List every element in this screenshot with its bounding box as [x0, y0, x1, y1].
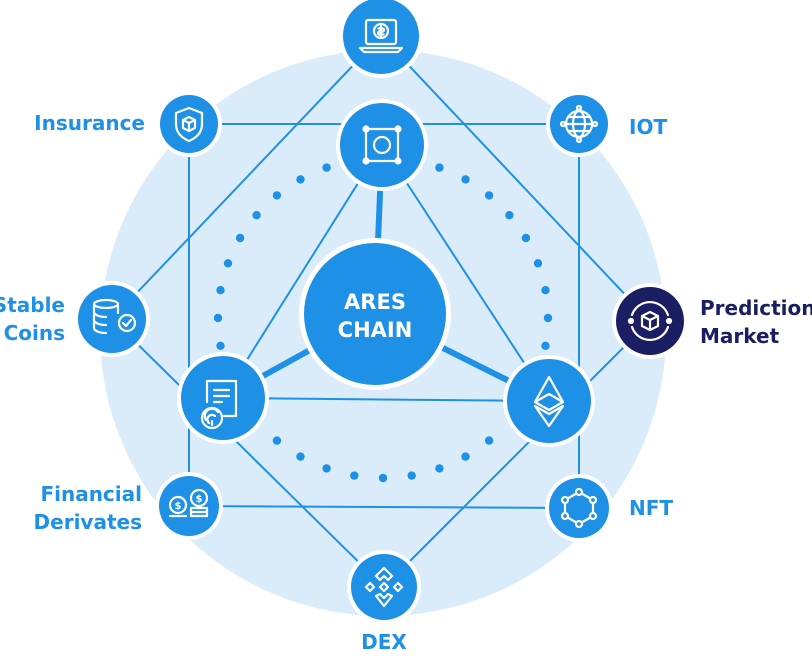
edge-square: [188, 505, 580, 509]
cube-orbit-icon: [627, 300, 673, 342]
ring-dot: [435, 464, 444, 473]
node-financial-derivates[interactable]: $ $: [155, 472, 223, 540]
label-nft: NFT: [629, 496, 674, 520]
edge-diamond: [111, 35, 382, 320]
edge-diamond: [380, 35, 651, 322]
node-ethereum[interactable]: [503, 355, 595, 447]
ring-dot: [484, 436, 494, 445]
ring-dot: [213, 313, 223, 323]
ring-dot: [533, 259, 543, 268]
edge-triangle: [222, 397, 550, 402]
ring-dot: [235, 233, 245, 243]
hexagon-nodes-icon: [560, 487, 598, 529]
document-fingerprint-icon: [200, 379, 238, 430]
ring-dot: [322, 163, 331, 172]
ring-dot: [378, 473, 388, 483]
node-stable-coins[interactable]: [74, 281, 150, 357]
ring-dot: [272, 191, 282, 200]
globe-icon: [559, 104, 599, 144]
label-insurance: Insurance: [34, 111, 145, 135]
label-financial-derivates: Financial Derivates: [33, 482, 142, 534]
node-document[interactable]: [177, 352, 269, 444]
ring-dot: [216, 341, 225, 350]
ring-dot: [505, 211, 514, 220]
ring-dot: [461, 175, 470, 184]
label-stable-coins: Stable Coins: [0, 293, 65, 345]
label-iot: IOT: [629, 115, 668, 139]
center-title-line2: CHAIN: [338, 318, 413, 342]
label-prediction-market: Prediction Market: [700, 296, 812, 348]
center-node: ARES CHAIN: [299, 238, 451, 390]
binance-icon: [364, 566, 404, 608]
svg-text:$: $: [196, 494, 203, 505]
ring-dot: [223, 259, 233, 268]
node-iot[interactable]: [546, 91, 612, 157]
node-prediction-market[interactable]: [612, 283, 688, 359]
label-dex: DEX: [361, 630, 407, 654]
edge-triangle: [381, 144, 550, 402]
coins-icon: $ $: [168, 488, 209, 518]
svg-text:$: $: [175, 501, 182, 512]
node-top[interactable]: [339, 0, 423, 78]
database-check-icon: [92, 298, 137, 335]
ring-dot: [484, 191, 494, 200]
chip-icon: [362, 125, 402, 165]
dollar-laptop-icon: [358, 18, 404, 54]
ring-dot: [543, 313, 553, 323]
ring-dot: [272, 436, 282, 445]
center-title-line1: ARES: [344, 290, 406, 314]
ring-dot: [296, 175, 305, 184]
ring-dot: [521, 233, 531, 243]
node-nft[interactable]: [545, 474, 613, 542]
edge-diamond: [111, 318, 385, 588]
node-dex[interactable]: [347, 550, 421, 624]
dotted-ring: [213, 163, 553, 483]
ring-dot: [350, 471, 359, 480]
ring-dot: [252, 211, 261, 220]
node-insurance[interactable]: [156, 91, 222, 157]
edge-diamond: [383, 320, 651, 588]
ring-dot: [216, 286, 225, 295]
ring-dot: [461, 452, 470, 461]
node-chip[interactable]: [336, 99, 428, 191]
edge-triangle: [222, 144, 383, 399]
ring-dot: [407, 471, 416, 480]
ring-dot: [322, 464, 331, 473]
ethereum-icon: [533, 375, 565, 428]
ring-dot: [541, 286, 550, 295]
ring-dot: [541, 341, 550, 350]
shield-cube-icon: [174, 106, 204, 143]
ring-dot: [435, 163, 444, 172]
ring-dot: [296, 452, 305, 461]
